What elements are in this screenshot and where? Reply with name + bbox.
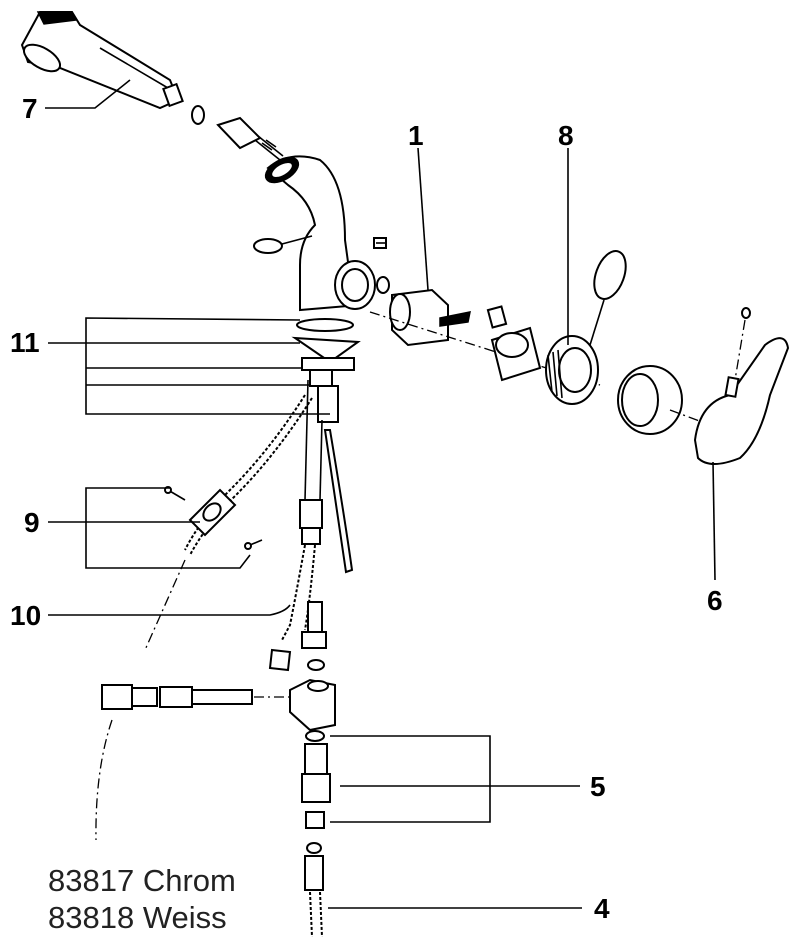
callout-1: 1	[408, 120, 424, 151]
connector-assembly	[301, 730, 580, 829]
callout-5: 5	[590, 771, 606, 802]
callout-9: 9	[24, 507, 40, 538]
threaded-ring	[545, 335, 599, 405]
lever-screw	[724, 307, 751, 398]
small-seal	[376, 276, 390, 294]
angle-valve-extension	[101, 684, 290, 710]
set-screw	[373, 237, 387, 249]
cover-cap	[617, 365, 711, 435]
tee-fitting	[289, 678, 336, 732]
spray-washer	[191, 105, 205, 125]
cartridge-nut	[490, 326, 542, 382]
spray-hose	[184, 394, 313, 556]
supply-hose	[304, 842, 324, 937]
faucet-body	[264, 155, 376, 332]
cartridge	[369, 288, 601, 386]
callout-8: 8	[558, 120, 574, 151]
hose-weight	[164, 486, 263, 550]
callout-4: 4	[594, 893, 610, 924]
spray-head	[20, 11, 184, 110]
callout-7: 7	[22, 93, 38, 124]
o-ring-spout	[253, 235, 313, 254]
callout-10: 10	[10, 600, 41, 631]
mounting-plate	[291, 336, 361, 423]
callout-11: 11	[10, 327, 40, 358]
callout-6: 6	[707, 585, 723, 616]
lever-handle	[693, 337, 790, 465]
caption-white: 83818 Weiss	[48, 900, 227, 935]
cartridge-pin	[486, 305, 508, 329]
caption-chrome: 83817 Chrom	[48, 863, 236, 898]
ring-seal	[589, 250, 627, 346]
leader-lines	[45, 79, 716, 909]
supply-pipes	[281, 379, 354, 641]
hose-end-fitting	[268, 648, 292, 672]
hose-coupling	[216, 116, 284, 161]
upper-connector	[301, 601, 327, 671]
